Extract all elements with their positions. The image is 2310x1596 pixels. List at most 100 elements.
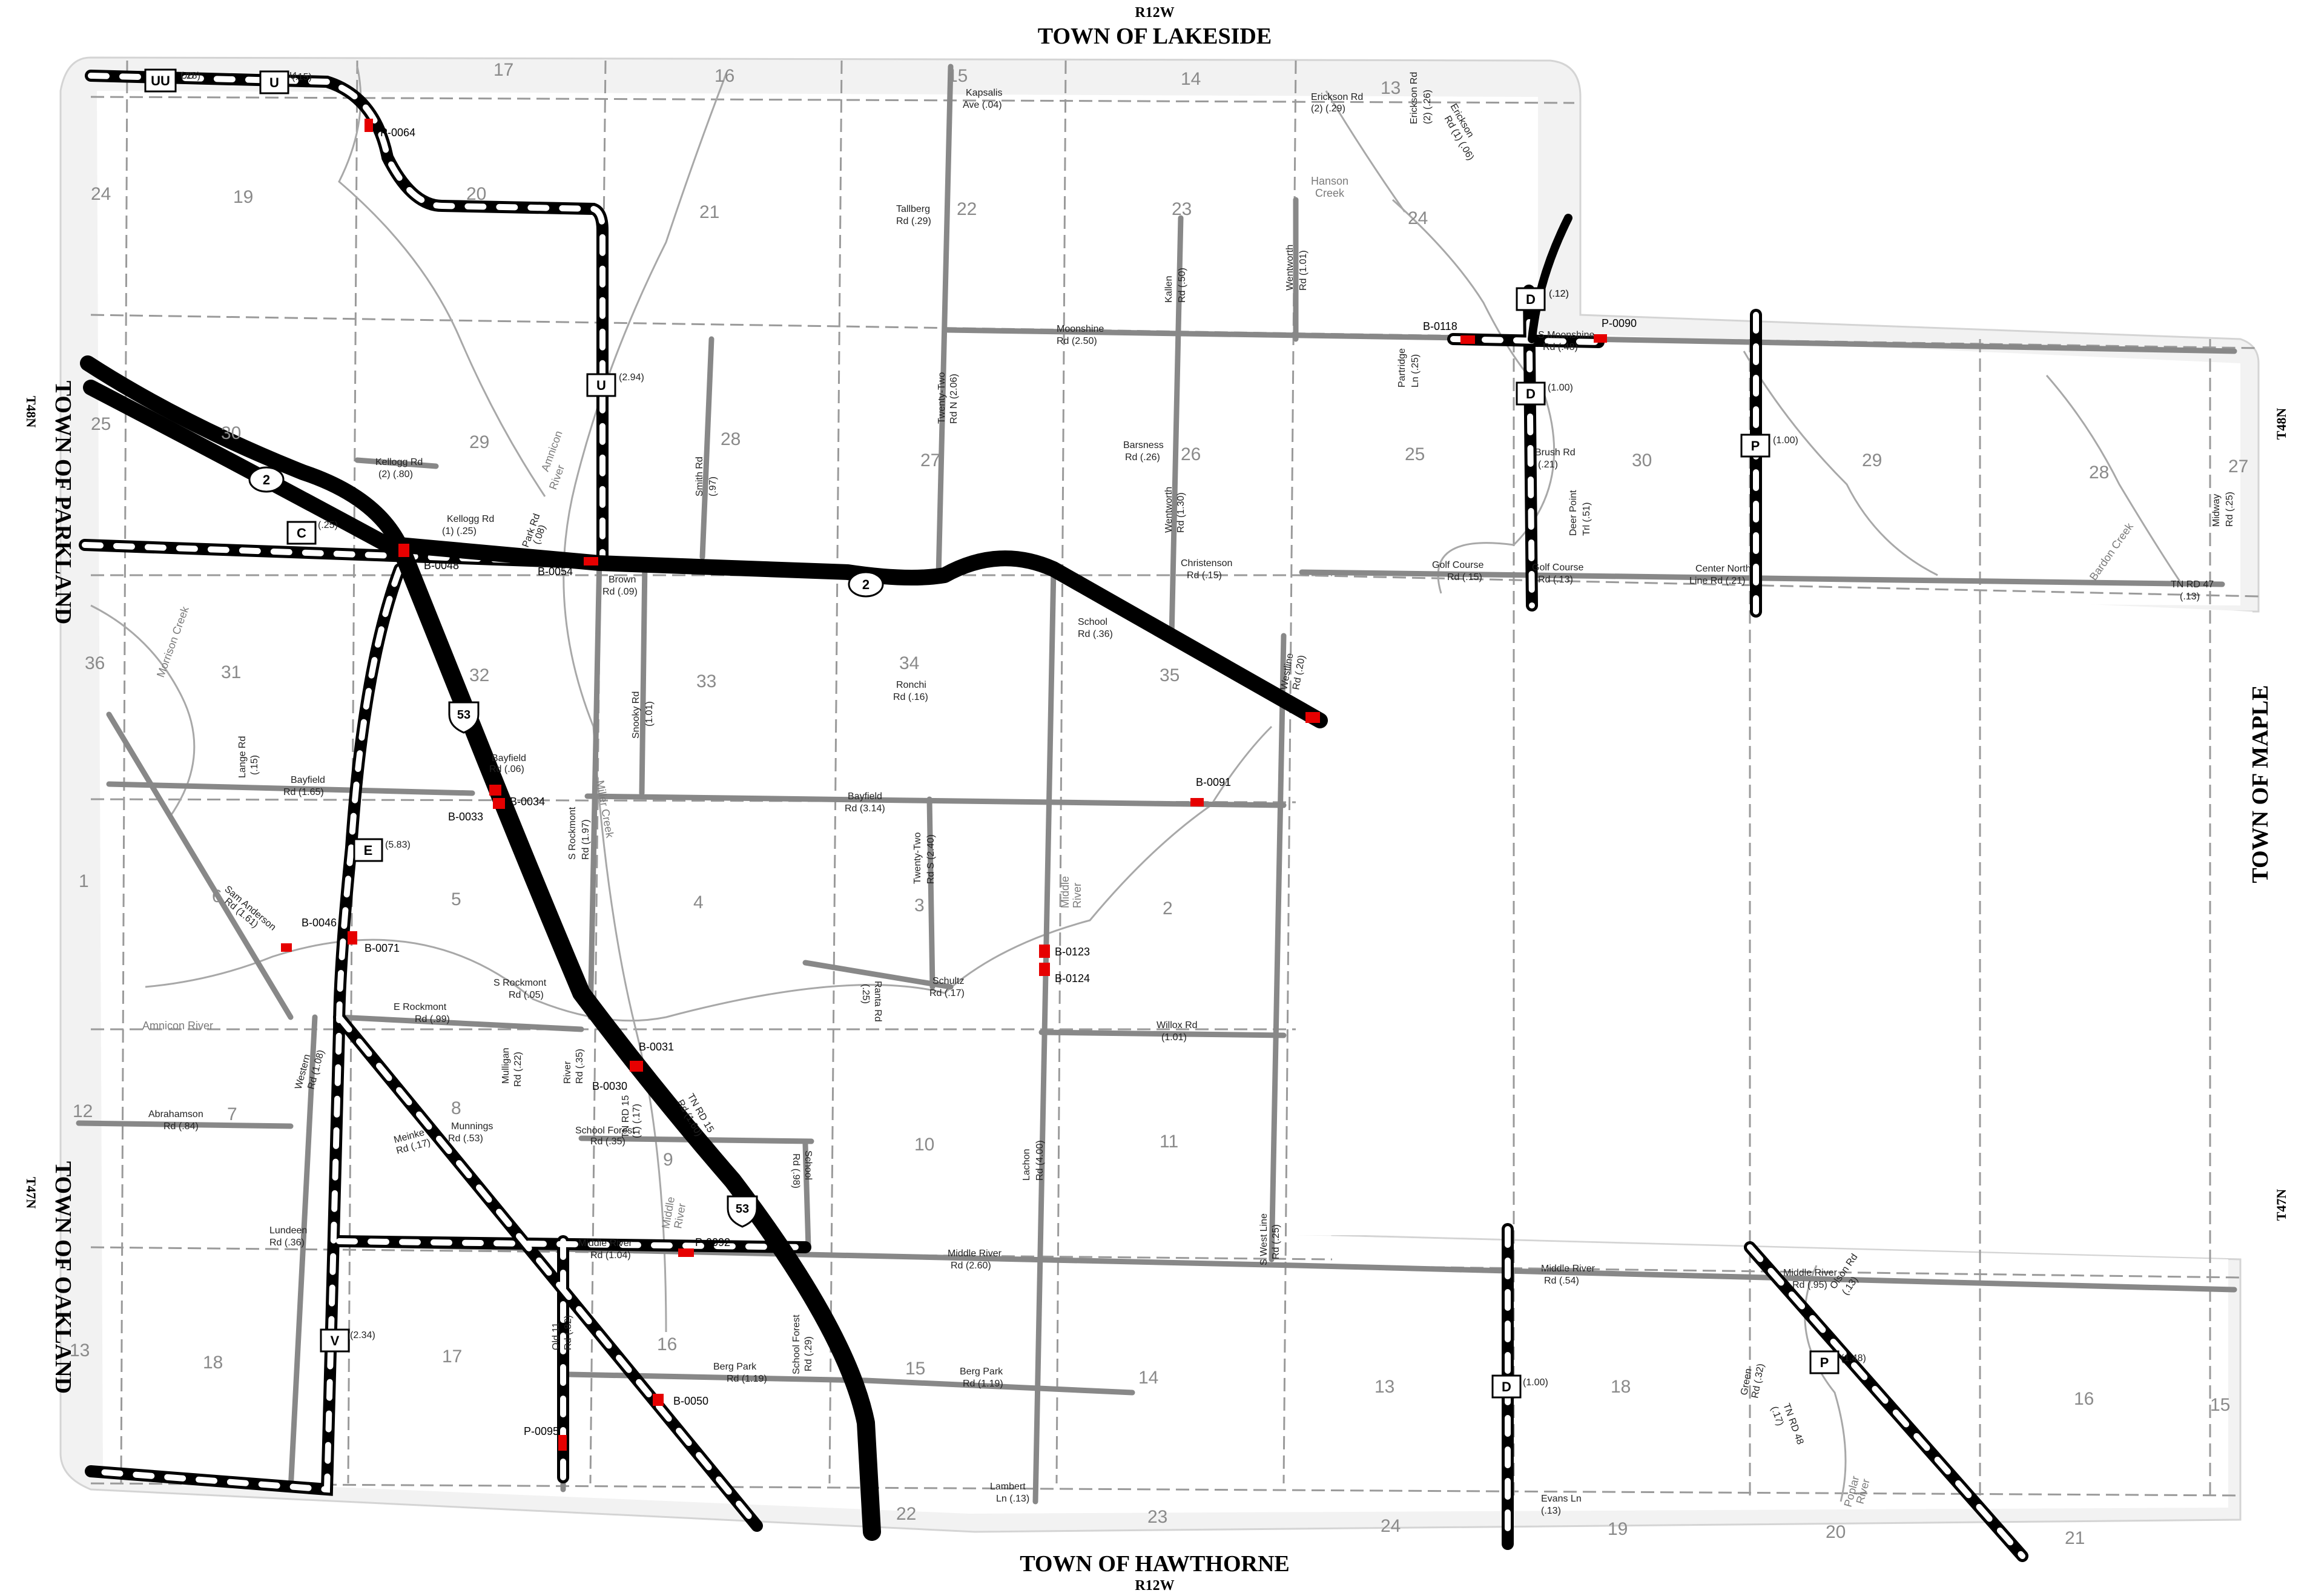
road-label: Rd (1.97) — [581, 819, 591, 860]
shield-53-south: 53 — [727, 1195, 758, 1228]
section-number: 4 — [693, 892, 704, 912]
road-label: Rd S (2.40) — [926, 834, 936, 884]
road-label: Ranta Rd — [873, 981, 883, 1022]
bridge-label: B-0030 — [592, 1080, 627, 1092]
road-label: Golf Course — [1432, 560, 1483, 570]
road-label: Erickson Rd — [1311, 92, 1363, 102]
section-number: 30 — [221, 423, 241, 443]
road-label: TN RD 15 — [621, 1095, 631, 1138]
bridge-label: B-0048 — [424, 559, 459, 572]
west-township-lower-label: T47N — [24, 1177, 39, 1209]
road-label: Rd (.36) — [1078, 629, 1113, 639]
svg-text:E: E — [364, 843, 373, 858]
road-label: (2) (.29) — [1311, 104, 1345, 114]
road-label: Snooky Rd — [631, 691, 641, 739]
svg-text:D: D — [1526, 292, 1536, 307]
road-label: Brown — [609, 575, 636, 585]
section-number: 16 — [2074, 1389, 2094, 1409]
road-label: U — [289, 71, 297, 81]
section-number: 28 — [2089, 463, 2109, 483]
section-number: 20 — [466, 184, 486, 204]
section-number: 16 — [657, 1334, 677, 1354]
svg-text:P: P — [1820, 1355, 1829, 1370]
shield-d-mid: D — [1516, 381, 1546, 406]
road-label: Lambert — [990, 1482, 1026, 1492]
section-number: 29 — [1862, 450, 1882, 470]
section-number: 17 — [442, 1347, 462, 1367]
road-label: Rd (.26) — [1125, 452, 1160, 463]
local-roads — [76, 64, 2237, 1505]
bridge-label: B-0091 — [1196, 776, 1231, 788]
section-number: 2 — [1163, 899, 1173, 918]
svg-text:V: V — [331, 1333, 340, 1348]
section-number: 14 — [1138, 1368, 1158, 1388]
shield-2-east: 2 — [848, 571, 884, 598]
shield-p-north: P — [1740, 434, 1770, 458]
section-number: 23 — [1147, 1507, 1167, 1527]
water-label: Middle — [1059, 876, 1071, 908]
section-number: 27 — [920, 450, 940, 470]
road-label: Bayfield — [848, 791, 882, 802]
water-label: River — [1071, 883, 1083, 908]
section-number: 21 — [699, 202, 719, 222]
west-town-lower-label: TOWN OF OAKLAND — [50, 1161, 76, 1394]
road-label: Ave (.04) — [963, 100, 1002, 110]
road-label: (1.00) — [1548, 383, 1573, 393]
road-label: (1.00) — [1523, 1377, 1548, 1388]
shield-v: V — [320, 1328, 350, 1353]
road-label: Christenson — [1181, 558, 1232, 569]
section-number: 3 — [914, 895, 925, 915]
road-label: River — [563, 1061, 573, 1084]
road-label: (.12) — [1549, 289, 1569, 299]
road-label: School Forest — [791, 1314, 802, 1374]
road-label: Rd (.54) — [1544, 1276, 1579, 1286]
road-label: Rd (.06) — [489, 764, 524, 774]
section-number: 36 — [85, 653, 105, 673]
section-number: 10 — [914, 1135, 934, 1155]
road-label: Mulligan — [501, 1047, 511, 1084]
road-label: Rd (.36) — [269, 1238, 305, 1248]
road-label: (1.01) — [1161, 1032, 1187, 1043]
road-label: Rd (1.30) — [1176, 492, 1186, 533]
road-label: Erickson Rd — [1409, 72, 1419, 124]
road-label: (2) (.80) — [378, 469, 413, 480]
road-label: Middle River — [578, 1238, 633, 1248]
north-range-label: R12W — [1135, 5, 1174, 21]
south-town-label: TOWN OF HAWTHORNE — [1020, 1551, 1290, 1577]
road-label: Brush Rd — [1535, 447, 1576, 458]
road-label: Rd (.17) — [929, 988, 965, 998]
west-town-upper-label: TOWN OF PARKLAND — [50, 381, 76, 625]
section-number: 29 — [469, 432, 489, 452]
section-number: 19 — [1608, 1519, 1628, 1539]
road-label: E Rockmont — [394, 1002, 447, 1012]
section-number: 34 — [899, 653, 919, 673]
section-number: 22 — [896, 1504, 916, 1524]
road-label: Kellogg Rd — [447, 514, 494, 524]
road-label: Ln (.25) — [1410, 354, 1421, 387]
road-label: Abrahamson — [148, 1109, 203, 1120]
road-label: Kallen — [1164, 276, 1174, 303]
road-label: Rd (1.04) — [590, 1250, 631, 1261]
section-number: 11 — [1160, 1132, 1178, 1152]
section-number: 21 — [2065, 1528, 2085, 1548]
section-number: 24 — [1381, 1516, 1401, 1536]
road-label: Berg Park — [713, 1362, 757, 1372]
section-number: 15 — [948, 66, 968, 86]
section-number: 9 — [663, 1150, 673, 1170]
section-number: 35 — [1160, 665, 1180, 685]
shield-2-west: 2 — [248, 466, 285, 493]
svg-text:P: P — [1751, 438, 1760, 453]
road-label: (5.83) — [385, 840, 411, 850]
svg-text:D: D — [1526, 386, 1536, 401]
road-label: Rd (.13) — [1538, 575, 1573, 585]
road-label: (1.48) — [1841, 1353, 1866, 1364]
section-number: 24 — [1408, 208, 1428, 228]
road-label: Rd (.25) — [2225, 492, 2235, 527]
section-number: 7 — [227, 1104, 237, 1124]
svg-text:53: 53 — [457, 708, 470, 722]
road-label: S West Line — [1259, 1213, 1269, 1265]
bridge-label: B-0118 — [1423, 320, 1457, 332]
road-label: Rd N (2.06) — [949, 374, 959, 424]
svg-text:2: 2 — [862, 577, 870, 592]
road-label: Rd (.22) — [513, 1052, 523, 1087]
